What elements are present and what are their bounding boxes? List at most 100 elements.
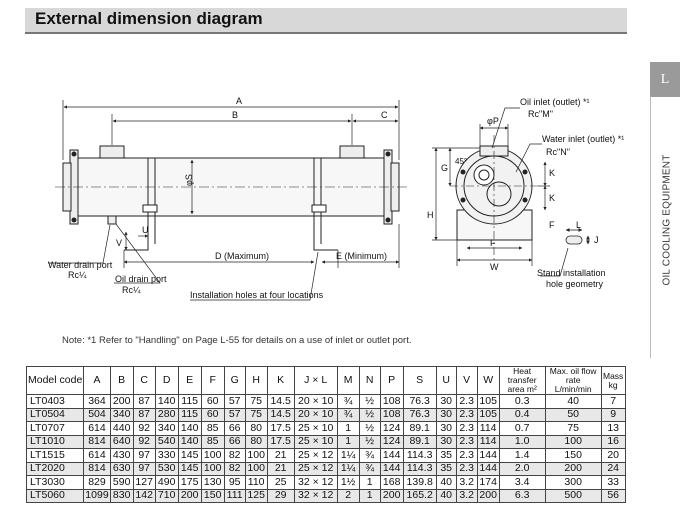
table-cell: 20 × 10: [293, 407, 338, 422]
table-cell: 127: [132, 475, 156, 490]
table-cell: 25: [266, 475, 295, 490]
col-f: F: [200, 366, 225, 395]
page-title: External dimension diagram: [35, 9, 263, 28]
table-cell: 200: [476, 488, 500, 503]
table-cell: 710: [154, 488, 179, 503]
col-mass: Mass kg: [600, 366, 626, 395]
table-cell: 32 × 12: [293, 488, 338, 503]
table-cell: 829: [83, 475, 111, 490]
table-cell: 14.5: [266, 407, 295, 422]
table-cell: 76.3: [402, 394, 437, 409]
table-cell: 2.3: [455, 394, 478, 409]
table-cell: 21: [266, 448, 295, 463]
label-d: D (Maximum): [215, 251, 269, 261]
table-cell: 200: [177, 488, 202, 503]
label-e: E (Minimum): [336, 251, 387, 261]
callout-oil-inlet-rc: Rc"M": [528, 109, 553, 119]
end-inner: [486, 181, 512, 207]
table-cell: 66: [223, 434, 246, 449]
col-h: H: [244, 366, 268, 395]
table-cell: 364: [83, 394, 111, 409]
table-cell: 440: [109, 421, 134, 436]
callout-install-holes: Installation holes at four locations: [190, 290, 324, 300]
table-cell: ¾: [358, 461, 381, 476]
table-cell: 75: [244, 407, 268, 422]
table-cell: 114.3: [402, 461, 437, 476]
table-cell: 76.3: [402, 407, 437, 422]
spec-table: Model code A B C D E F G H K J × L M N P…: [25, 366, 626, 503]
table-cell: 40: [435, 488, 457, 503]
table-cell: 30: [435, 434, 457, 449]
table-cell: 150: [200, 488, 225, 503]
table-cell: 25 × 10: [293, 421, 338, 436]
table-cell: 540: [154, 434, 179, 449]
col-max-flow: Max. oil flow rate L/min/min: [544, 366, 602, 395]
table-cell: 85: [200, 434, 225, 449]
table-cell: 75: [544, 421, 602, 436]
table-cell: 2.3: [455, 407, 478, 422]
table-cell: 280: [154, 407, 179, 422]
col-d: D: [154, 366, 179, 395]
oil-port-left: [99, 145, 125, 159]
table-cell: 124: [379, 421, 404, 436]
table-cell: 33: [600, 475, 626, 490]
table-cell: 24: [600, 461, 626, 476]
dimension-labels: A B C φS D (Maximum) E (Minimum) V U φP …: [116, 96, 599, 272]
table-cell: 29: [266, 488, 295, 503]
table-cell: ¾: [336, 407, 360, 422]
table-cell: 57: [223, 407, 246, 422]
model-cell: LT3030: [25, 475, 85, 490]
model-cell: LT2020: [25, 461, 85, 476]
drain-plug: [107, 215, 117, 225]
table-cell: 144: [476, 461, 500, 476]
table-cell: 340: [154, 421, 179, 436]
table-cell: 145: [177, 448, 202, 463]
table-cell: 504: [83, 407, 111, 422]
table-cell: 92: [132, 434, 156, 449]
side-dimensions: [48, 100, 400, 301]
label-s: φS: [184, 174, 194, 186]
table-cell: 140: [177, 434, 202, 449]
col-model: Model code: [25, 366, 85, 395]
table-cell: 32 × 12: [293, 475, 338, 490]
table-cell: 144: [476, 448, 500, 463]
table-cell: 30: [435, 394, 457, 409]
table-cell: 40: [544, 394, 602, 409]
table-cell: 95: [223, 475, 246, 490]
model-cell: LT0504: [25, 407, 85, 422]
table-cell: 490: [154, 475, 179, 490]
table-cell: 7: [600, 394, 626, 409]
side-tab-letter[interactable]: L: [650, 62, 680, 97]
table-cell: 340: [109, 407, 134, 422]
callout-oil-inlet: Oil inlet (outlet) *¹: [520, 97, 590, 107]
table-cell: 2.0: [498, 461, 546, 476]
table-cell: 60: [200, 394, 225, 409]
table-cell: 14.5: [266, 394, 295, 409]
table-cell: 2: [336, 488, 360, 503]
table-cell: 80: [244, 421, 268, 436]
model-cell: LT1010: [25, 434, 85, 449]
table-cell: 3.4: [498, 475, 546, 490]
table-cell: 9: [600, 407, 626, 422]
table-cell: 2.3: [455, 448, 478, 463]
table-cell: 614: [83, 448, 111, 463]
label-h: H: [427, 210, 434, 220]
label-b: B: [232, 110, 238, 120]
table-cell: 115: [177, 407, 202, 422]
label-g: G: [441, 163, 448, 173]
table-cell: 100: [244, 461, 268, 476]
table-cell: 92: [132, 421, 156, 436]
table-cell: 100: [544, 434, 602, 449]
label-j: J: [594, 235, 599, 245]
table-cell: 75: [244, 394, 268, 409]
table-cell: 144: [379, 461, 404, 476]
table-cell: 144: [379, 448, 404, 463]
table-cell: 66: [223, 421, 246, 436]
table-cell: 1.0: [498, 434, 546, 449]
model-cell: LT0403: [25, 394, 85, 409]
table-cell: 110: [244, 475, 268, 490]
